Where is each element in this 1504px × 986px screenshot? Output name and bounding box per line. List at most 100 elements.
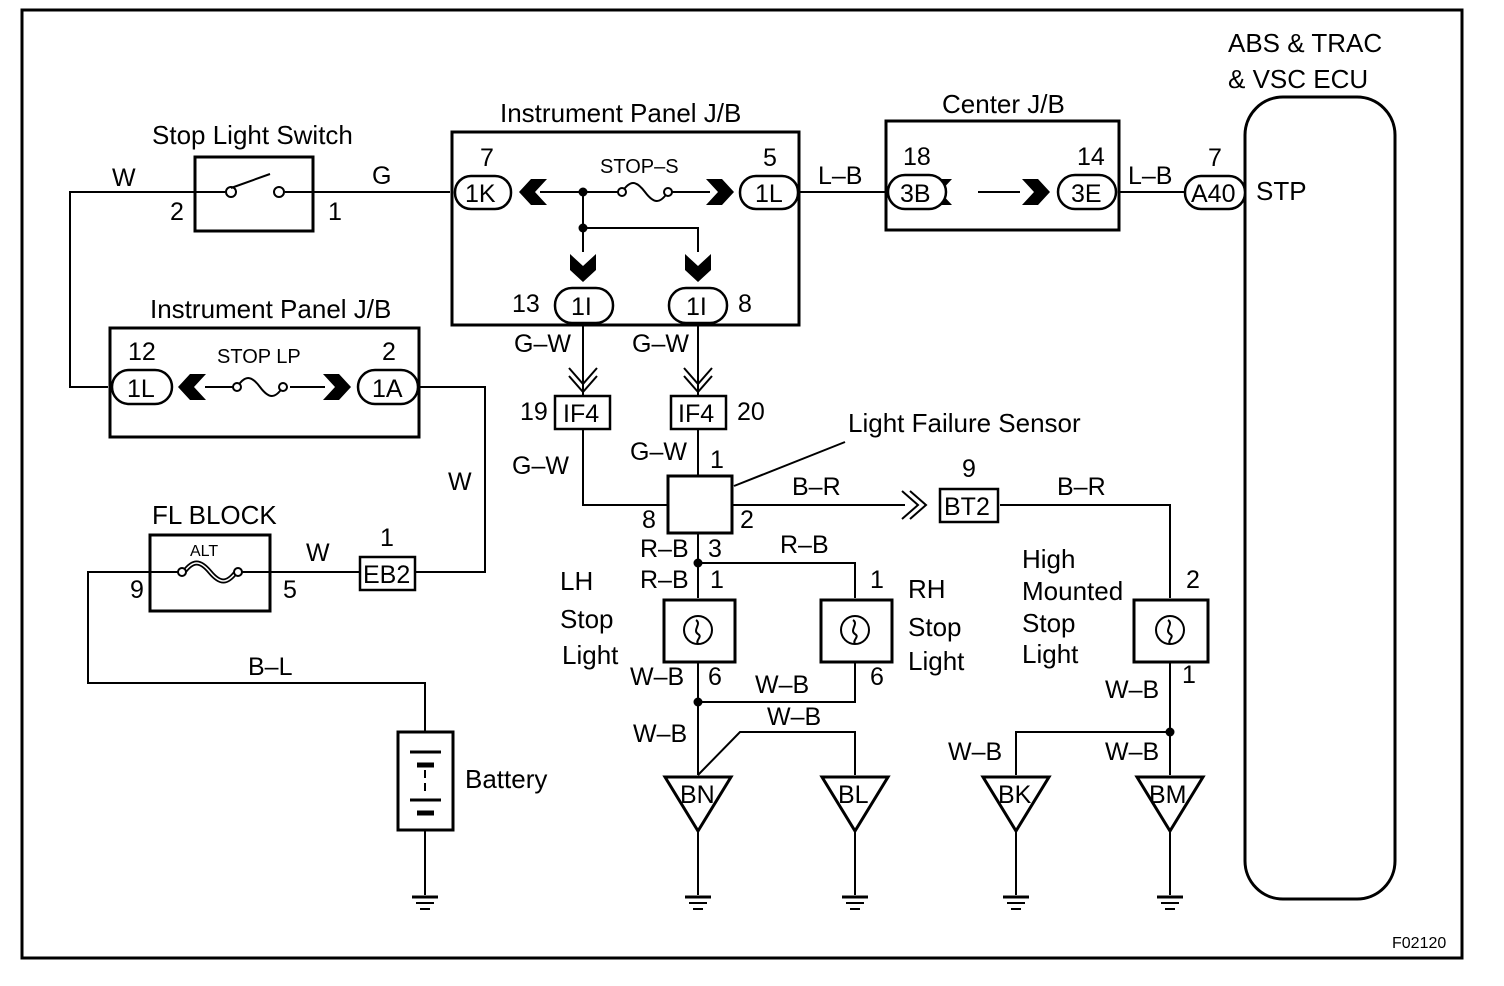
fl-block-title: FL BLOCK — [152, 500, 277, 530]
svg-text:3E: 3E — [1071, 180, 1102, 208]
svg-text:BT2: BT2 — [944, 493, 990, 521]
svg-text:Stop: Stop — [908, 612, 962, 642]
wire-wb-3: W–B — [767, 703, 821, 731]
svg-text:Light: Light — [1022, 639, 1079, 669]
switch-pin-2: 2 — [170, 198, 184, 226]
switch-pin-1: 1 — [328, 198, 342, 226]
svg-text:IF4: IF4 — [563, 400, 599, 428]
svg-text:Stop: Stop — [1022, 608, 1076, 638]
wire-rb-1: R–B — [640, 535, 689, 563]
center-jb-title: Center J/B — [942, 89, 1065, 119]
ip-jb-bottom-title: Instrument Panel J/B — [150, 294, 391, 324]
wire-rb-3: R–B — [640, 566, 689, 594]
svg-text:RH: RH — [908, 574, 946, 604]
wire-wb-4: W–B — [633, 720, 687, 748]
ground-point-bl: BL — [819, 775, 891, 834]
connector-if4-left: IF4 19 — [520, 394, 612, 431]
instrument-panel-jb-top: Instrument Panel J/B STOP–S 1K 7 1L 5 1I… — [450, 98, 801, 327]
junction-dots — [578, 187, 1175, 737]
svg-text:1I: 1I — [571, 293, 592, 321]
svg-text:IF4: IF4 — [678, 400, 714, 428]
center-jb: Center J/B 3B 18 3E 14 — [884, 89, 1121, 232]
connector-3b: 3B — [886, 173, 948, 211]
wire-gw-1: G–W — [514, 330, 571, 358]
bt2-pin-9: 9 — [962, 455, 976, 483]
wire-w-fl: W — [306, 539, 330, 567]
wire-lb-1: L–B — [818, 162, 862, 190]
lh-stop-light: LH Stop Light 1 6 — [560, 566, 737, 691]
svg-text:BL: BL — [838, 781, 869, 809]
svg-text:1K: 1K — [465, 180, 496, 208]
svg-text:EB2: EB2 — [363, 561, 410, 589]
ground-point-bn: BN — [662, 775, 734, 834]
connector-eb2: EB2 1 — [358, 524, 417, 592]
lh-pin-1: 1 — [710, 566, 724, 594]
svg-text:1L: 1L — [127, 375, 155, 403]
figure-code: F02120 — [1392, 935, 1446, 952]
pin-7-1k: 7 — [480, 144, 494, 172]
svg-text:Mounted: Mounted — [1022, 576, 1123, 606]
wire-br-1: B–R — [792, 473, 841, 501]
battery: Battery — [396, 730, 547, 832]
svg-text:Light: Light — [908, 646, 965, 676]
connector-1k: 1K — [453, 174, 513, 211]
pin-13-1i: 13 — [512, 290, 540, 318]
connector-a40: A40 7 — [1183, 144, 1247, 211]
diagram-frame — [20, 8, 1464, 960]
pin-2-1a: 2 — [382, 338, 396, 366]
wire-labels: W G L–B L–B G–W G–W G–W G–W W W B–L B–R … — [112, 162, 1172, 766]
connector-3e: 3E — [1056, 173, 1118, 211]
svg-text:LH: LH — [560, 566, 593, 596]
lfs-pin-1: 1 — [710, 446, 724, 474]
lfs-pin-3: 3 — [708, 535, 722, 563]
wire-wb-7: W–B — [1105, 738, 1159, 766]
ip-jb-top-title: Instrument Panel J/B — [500, 98, 741, 128]
wire-lb-2: L–B — [1128, 162, 1172, 190]
pin-8-1i: 8 — [738, 290, 752, 318]
wire-gw-4: G–W — [630, 438, 687, 466]
ground-symbols — [410, 895, 1185, 911]
fuse-stop-s-label: STOP–S — [600, 156, 679, 178]
svg-text:1A: 1A — [372, 375, 403, 403]
abs-trac-vsc-ecu: ABS & TRAC & VSC ECU STP — [1228, 28, 1397, 901]
wire-wb-5: W–B — [1105, 676, 1159, 704]
fl-pin-5: 5 — [283, 576, 297, 604]
rh-pin-1: 1 — [870, 566, 884, 594]
lfs-pin-8: 8 — [642, 506, 656, 534]
svg-text:Light: Light — [562, 640, 619, 670]
if4-left-pin-19: 19 — [520, 398, 548, 426]
lh-pin-6: 6 — [708, 663, 722, 691]
connector-bt2: BT2 9 — [938, 455, 1000, 524]
rh-pin-6: 6 — [870, 663, 884, 691]
fuse-alt-label: ALT — [190, 543, 218, 560]
hmsl-pin-1: 1 — [1182, 661, 1196, 689]
instrument-panel-jb-bottom: Instrument Panel J/B STOP LP 1L 12 1A 2 — [108, 294, 421, 439]
pin-18-3b: 18 — [903, 143, 931, 171]
if4-right-pin-20: 20 — [737, 398, 765, 426]
fuse-stop-lp-label: STOP LP — [217, 346, 301, 368]
connector-1i-right: 1I — [667, 286, 729, 325]
connector-1a: 1A — [356, 368, 420, 406]
svg-text:1L: 1L — [755, 180, 783, 208]
ecu-title-line1: ABS & TRAC — [1228, 28, 1382, 58]
wire-br-2: B–R — [1057, 473, 1106, 501]
svg-text:1I: 1I — [686, 293, 707, 321]
svg-text:BK: BK — [998, 781, 1032, 809]
lfs-pin-2: 2 — [740, 506, 754, 534]
wire-wb-2: W–B — [755, 671, 809, 699]
svg-text:High: High — [1022, 544, 1075, 574]
stop-light-switch-title: Stop Light Switch — [152, 120, 353, 150]
wire-gw-2: G–W — [632, 330, 689, 358]
svg-text:A40: A40 — [1191, 180, 1235, 208]
connector-1l-top: 1L — [738, 174, 800, 211]
wire-bl: B–L — [248, 653, 293, 681]
pin-12-1l: 12 — [128, 338, 156, 366]
wire-w-left: W — [112, 164, 136, 192]
wire-wb-6: W–B — [948, 738, 1002, 766]
pin-14-3e: 14 — [1077, 143, 1105, 171]
connector-1l-bottom: 1L — [110, 368, 174, 406]
connector-if4-right: IF4 20 — [669, 394, 765, 431]
wire-rb-2: R–B — [780, 531, 829, 559]
high-mounted-stop-light: High Mounted Stop Light 2 1 — [1022, 544, 1210, 689]
